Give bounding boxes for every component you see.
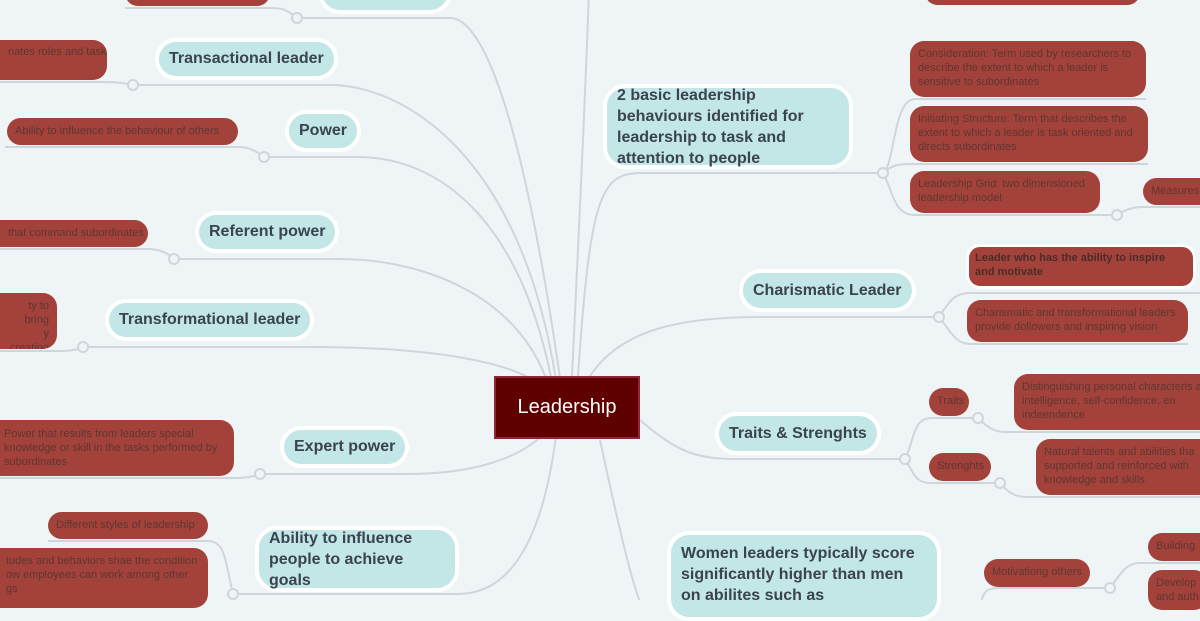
note-develop[interactable]: Develop and auth xyxy=(1148,570,1200,610)
topic-ability-to-influence[interactable]: Ability to influence people to achieve g… xyxy=(255,526,459,592)
note[interactable]: nates roles and task xyxy=(0,40,107,80)
subtopic-motivating-others[interactable]: Motivationg others xyxy=(984,559,1090,587)
note-text: Natural talents and abilities tha suppor… xyxy=(1044,446,1195,486)
note-consideration[interactable]: Consideration: Term used by researchers … xyxy=(910,41,1146,97)
note-text: Leadership Grid: two dimensioned leaders… xyxy=(918,178,1085,204)
topic-charismatic-leader[interactable]: Charismatic Leader xyxy=(739,269,916,312)
note[interactable]: Power that results from leaders special … xyxy=(0,420,234,476)
topic-women-leaders[interactable]: Women leaders typically score significan… xyxy=(667,531,941,621)
note-text: Traits xyxy=(937,395,965,407)
subtopic-strengths[interactable]: Strenghts xyxy=(929,453,991,481)
note-cropped[interactable] xyxy=(925,0,1140,5)
topic-label: Power xyxy=(299,122,348,139)
note-strengths[interactable]: Natural talents and abilities tha suppor… xyxy=(1036,439,1200,495)
note-text: Motivationg others xyxy=(992,566,1082,578)
note-text: ty to bring y creating xyxy=(9,300,49,349)
note-text: Leader who has the ability to inspire an… xyxy=(975,252,1166,278)
subtopic-traits[interactable]: Traits xyxy=(929,388,969,416)
topic-label: Ability to influence people to achieve g… xyxy=(269,529,413,589)
note-text: Measures xyxy=(1151,185,1200,197)
note-initiating-structure[interactable]: Initiating Structure: Term that describe… xyxy=(910,106,1148,162)
note-charismatic-definition[interactable]: Leader who has the ability to inspire an… xyxy=(966,244,1196,289)
note-text: Develop and auth xyxy=(1156,577,1199,603)
note-measures[interactable]: Measures xyxy=(1143,178,1200,205)
note-cropped[interactable] xyxy=(125,0,270,6)
note-text: Power that results from leaders special … xyxy=(4,428,218,468)
note[interactable]: that command subordinates xyxy=(0,220,148,247)
note[interactable]: Different styles of leadership xyxy=(48,512,208,539)
note-building[interactable]: Building xyxy=(1148,533,1200,561)
note-text: Strenghts xyxy=(937,460,985,472)
note-text: Initiating Structure: Term that describe… xyxy=(918,113,1133,153)
topic-label: Referent power xyxy=(209,223,326,240)
topic-power[interactable]: Power xyxy=(285,110,362,152)
topic-transactional-leader[interactable]: Transactional leader xyxy=(155,38,338,80)
topic-label: Transformational leader xyxy=(119,311,301,328)
topic-basic-behaviours[interactable]: 2 basic leadership behaviours identified… xyxy=(603,84,853,169)
topic-label: Transactional leader xyxy=(169,50,324,67)
topic-label: Expert power xyxy=(294,438,396,455)
topic-referent-power[interactable]: Referent power xyxy=(195,211,340,253)
note[interactable]: tudes and behaviors shae the condition o… xyxy=(0,548,208,608)
topic-label: Traits & Strenghts xyxy=(729,424,867,442)
note[interactable]: Ability to influence the behaviour of ot… xyxy=(7,118,238,145)
note-text: Different styles of leadership xyxy=(56,519,195,531)
note-text: Distinguishing personal characteris as i… xyxy=(1022,381,1200,421)
note-text: tudes and behaviors shae the condition o… xyxy=(6,555,198,595)
note-leadership-grid[interactable]: Leadership Grid: two dimensioned leaders… xyxy=(910,171,1100,213)
note-text: nates roles and task xyxy=(8,46,107,58)
note-text: that command subordinates xyxy=(8,227,144,239)
topic-label: Charismatic Leader xyxy=(753,281,902,299)
topic-transformational-leader[interactable]: Transformational leader xyxy=(105,299,315,341)
note[interactable]: Charismatic and transformational leaders… xyxy=(967,300,1188,342)
note[interactable]: ty to bring y creating xyxy=(0,293,57,349)
note-text: Consideration: Term used by researchers … xyxy=(918,48,1132,88)
central-topic[interactable]: Leadership xyxy=(494,376,640,439)
topic-node-cropped[interactable] xyxy=(318,0,452,14)
topic-expert-power[interactable]: Expert power xyxy=(280,426,410,468)
note-text: Building xyxy=(1156,540,1196,552)
topic-label: 2 basic leadership behaviours identified… xyxy=(617,86,804,167)
note-traits[interactable]: Distinguishing personal characteris as i… xyxy=(1014,374,1200,430)
note-text: Ability to influence the behaviour of ot… xyxy=(15,125,220,137)
topic-label: Women leaders typically score significan… xyxy=(681,545,915,604)
mindmap-connectors xyxy=(0,0,1200,600)
central-topic-label: Leadership xyxy=(517,396,617,418)
topic-traits-strengths[interactable]: Traits & Strenghts xyxy=(715,412,881,455)
note-text: Charismatic and transformational leaders… xyxy=(975,307,1176,333)
